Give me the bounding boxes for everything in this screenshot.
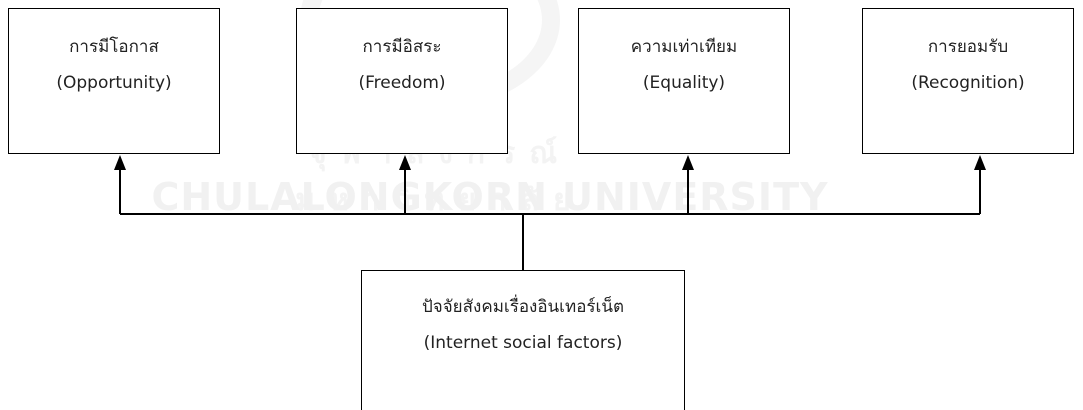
internet-social-factors-box: ปัจจัยสังคมเรื่องอินเทอร์เน็ต (Internet … xyxy=(361,270,685,410)
opportunity-box: การมีโอกาส (Opportunity) xyxy=(8,8,220,154)
freedom-thai-label: การมีอิสระ xyxy=(362,37,442,57)
recognition-thai-label: การยอมรับ xyxy=(927,37,1009,57)
source-thai-label: ปัจจัยสังคมเรื่องอินเทอร์เน็ต xyxy=(421,297,625,317)
recognition-english-label: (Recognition) xyxy=(911,73,1025,93)
equality-english-label: (Equality) xyxy=(642,73,726,93)
freedom-english-label: (Freedom) xyxy=(358,73,446,93)
arrowhead-recognition xyxy=(974,155,986,170)
opportunity-english-label: (Opportunity) xyxy=(56,73,172,93)
equality-box: ความเท่าเทียม (Equality) xyxy=(578,8,790,154)
arrowhead-opportunity xyxy=(114,155,126,170)
source-english-label: (Internet social factors) xyxy=(423,333,623,353)
arrowhead-freedom xyxy=(399,155,411,170)
freedom-box: การมีอิสระ (Freedom) xyxy=(296,8,508,154)
arrowhead-equality xyxy=(682,155,694,170)
equality-thai-label: ความเท่าเทียม xyxy=(630,37,738,57)
opportunity-thai-label: การมีโอกาส xyxy=(69,37,159,57)
recognition-box: การยอมรับ (Recognition) xyxy=(862,8,1074,154)
